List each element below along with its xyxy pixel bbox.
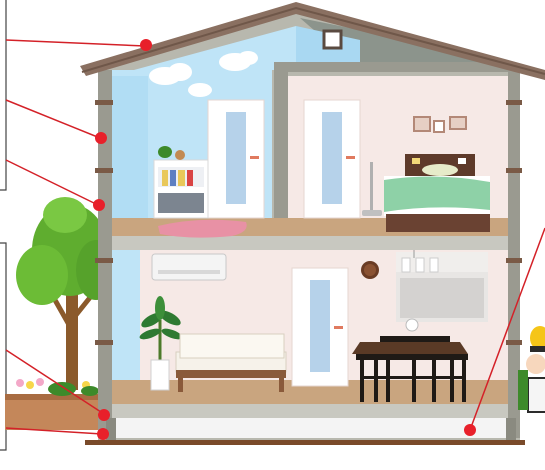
- attic-window: [322, 29, 343, 50]
- callout-dot-upper-wall[interactable]: [95, 132, 107, 144]
- legend-box-top: [0, 0, 7, 191]
- dining-table-icon: [352, 318, 468, 402]
- callout-dot-roof[interactable]: [140, 39, 152, 51]
- callout-dot-floor-slab[interactable]: [98, 409, 110, 421]
- bookshelf-icon: [153, 146, 209, 219]
- roof: [80, 2, 545, 80]
- air-conditioner-icon: [151, 253, 227, 281]
- callout-dot-underfloor[interactable]: [464, 424, 476, 436]
- tree-icon: [16, 197, 116, 390]
- rug: [158, 219, 247, 238]
- worker-icon: [518, 326, 545, 413]
- door-upper-right: [303, 99, 361, 219]
- door-lower: [291, 267, 349, 387]
- callout-markers: [93, 39, 476, 440]
- legend-box-bottom: [0, 242, 7, 451]
- sofa-icon: [175, 333, 287, 392]
- callout-dot-foundation[interactable]: [97, 428, 109, 440]
- flower-planter: [5, 378, 103, 430]
- cloud-icon: [149, 51, 258, 97]
- vacuum-cleaner: [362, 162, 382, 216]
- kitchen-cabinets: [396, 250, 488, 322]
- bed-icon: [384, 154, 490, 232]
- picture-frames: [413, 116, 467, 133]
- callout-dot-upper-wall-lower[interactable]: [93, 199, 105, 211]
- callout-lines: [5, 39, 545, 435]
- plant-icon: [139, 296, 183, 391]
- door-upper-left: [207, 99, 265, 219]
- clock-icon: [361, 261, 379, 279]
